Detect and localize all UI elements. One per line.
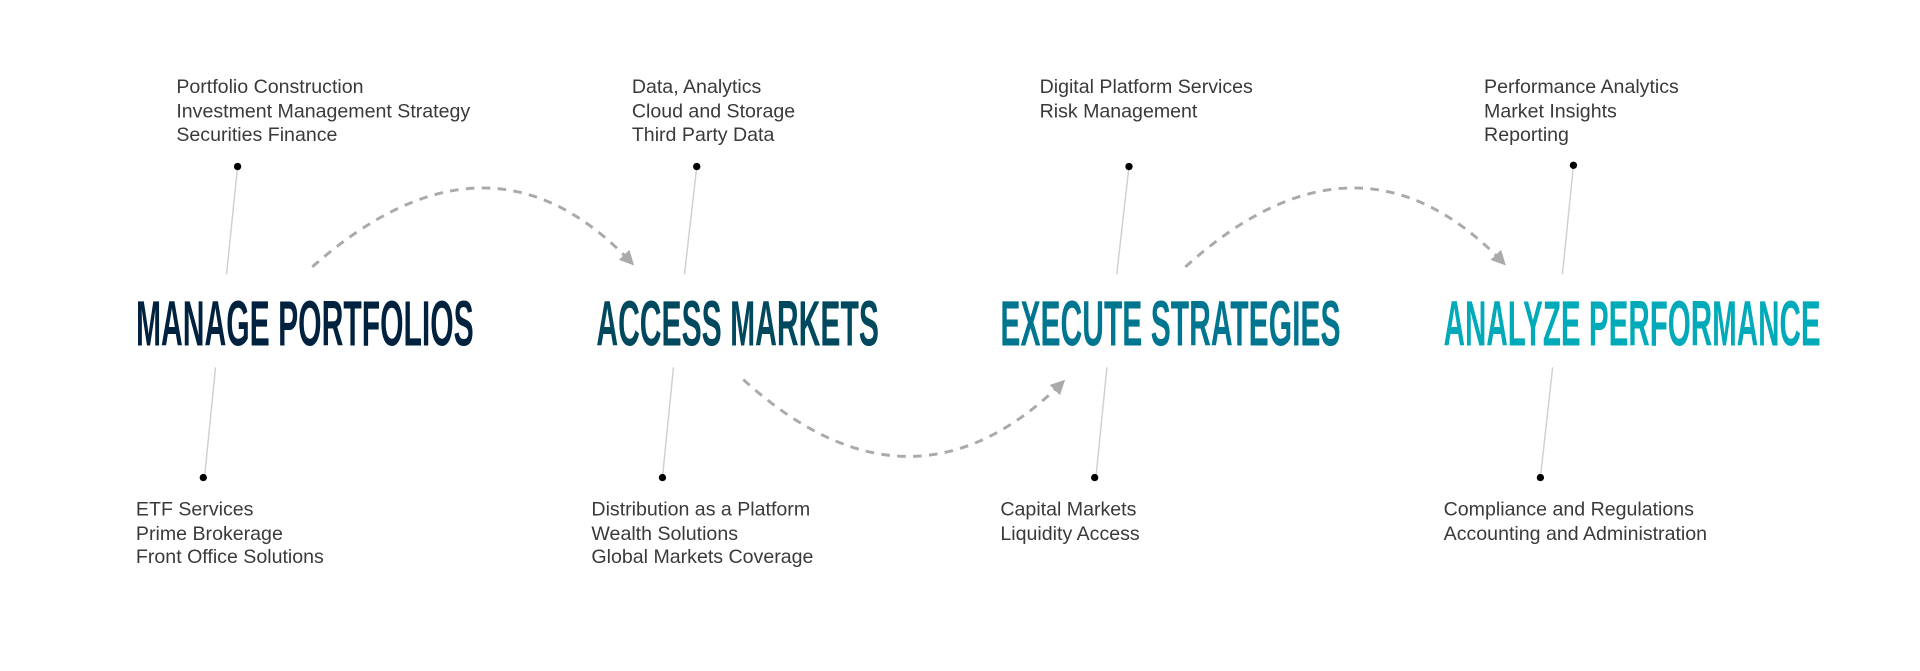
bottom-item: Capital Markets [1000, 498, 1136, 520]
top-item: Market Insights [1484, 101, 1617, 123]
top-item: Securities Finance [176, 124, 337, 146]
top-item: Investment Management Strategy [176, 101, 470, 123]
top-item: Portfolio Construction [176, 76, 363, 98]
connectors [203, 165, 1575, 478]
flow-arrow-2 [742, 378, 1066, 458]
flow-arrow-3 [1184, 186, 1506, 269]
bottom-item: Prime Brokerage [136, 523, 283, 545]
top-item: Risk Management [1040, 101, 1198, 123]
bottom-item: Compliance and Regulations [1444, 498, 1695, 520]
stage-execute-strategies: Digital Platform Services Risk Managemen… [1000, 76, 1340, 545]
flow-arrow-1 [311, 186, 635, 269]
top-item: Third Party Data [632, 124, 775, 146]
stage-title: ACCESS MARKETS [596, 288, 879, 360]
bottom-item: Distribution as a Platform [591, 498, 810, 520]
top-item: Cloud and Storage [632, 101, 795, 123]
top-item: Performance Analytics [1484, 76, 1679, 98]
connector-dots [199, 161, 1578, 482]
top-item: Digital Platform Services [1040, 76, 1253, 98]
stage-manage-portfolios: Portfolio Construction Investment Manage… [136, 76, 474, 568]
top-item: Data, Analytics [632, 76, 762, 98]
bottom-item: Liquidity Access [1000, 523, 1140, 545]
bottom-item: Front Office Solutions [136, 546, 324, 568]
stage-analyze-performance: Performance Analytics Market Insights Re… [1444, 76, 1821, 545]
top-item: Reporting [1484, 124, 1569, 146]
stage-title: ANALYZE PERFORMANCE [1444, 288, 1821, 360]
bottom-item: Accounting and Administration [1444, 523, 1707, 545]
bottom-item: ETF Services [136, 498, 254, 520]
stage-title: EXECUTE STRATEGIES [1000, 288, 1340, 360]
bottom-item: Wealth Solutions [591, 523, 738, 545]
bottom-item: Global Markets Coverage [591, 546, 813, 568]
stage-access-markets: Data, Analytics Cloud and Storage Third … [591, 76, 878, 568]
stage-title: MANAGE PORTFOLIOS [136, 288, 474, 360]
